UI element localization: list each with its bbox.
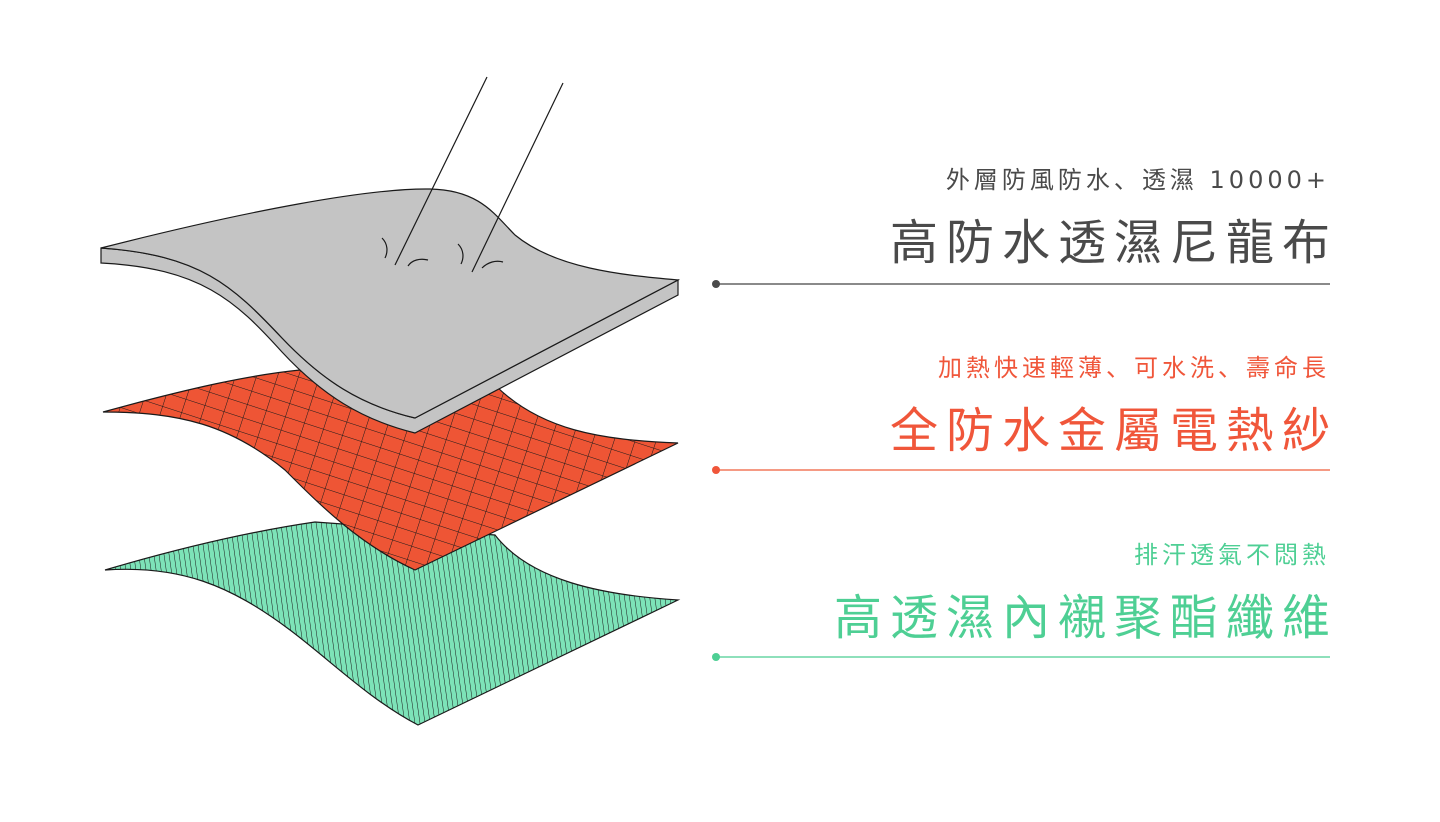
- layer-lining-label: 排汗透氣不悶熱 高透濕內襯聚酯纖維: [834, 535, 1330, 648]
- lining-layer: [104, 521, 681, 726]
- layer-lining-divider: [712, 653, 1330, 661]
- layer-outer-divider: [712, 280, 1330, 288]
- layer-outer-subtitle: 外層防風防水、透濕 10000+: [945, 166, 1330, 194]
- layer-heating-divider: [712, 466, 1330, 474]
- fabric-layers-illustration: [100, 76, 681, 726]
- layer-lining-subtitle: 排汗透氣不悶熱: [1134, 541, 1330, 569]
- divider-dot: [712, 466, 720, 474]
- layer-outer-title: 高防水透濕尼龍布: [889, 215, 1338, 271]
- layer-heating-title: 全防水金屬電熱紗: [889, 403, 1338, 459]
- layer-lining-title: 高透濕內襯聚酯纖維: [833, 590, 1338, 646]
- heating-layer: [102, 369, 679, 571]
- divider-dot: [712, 653, 720, 661]
- divider-dot: [712, 280, 720, 288]
- layer-heating-label: 加熱快速輕薄、可水洗、壽命長 全防水金屬電熱紗: [890, 348, 1330, 461]
- layer-outer-label: 外層防風防水、透濕 10000+ 高防水透濕尼龍布: [890, 160, 1330, 273]
- layer-heating-subtitle: 加熱快速輕薄、可水洗、壽命長: [938, 354, 1330, 382]
- outer-layer: [100, 188, 681, 419]
- needle-icon: [381, 76, 564, 273]
